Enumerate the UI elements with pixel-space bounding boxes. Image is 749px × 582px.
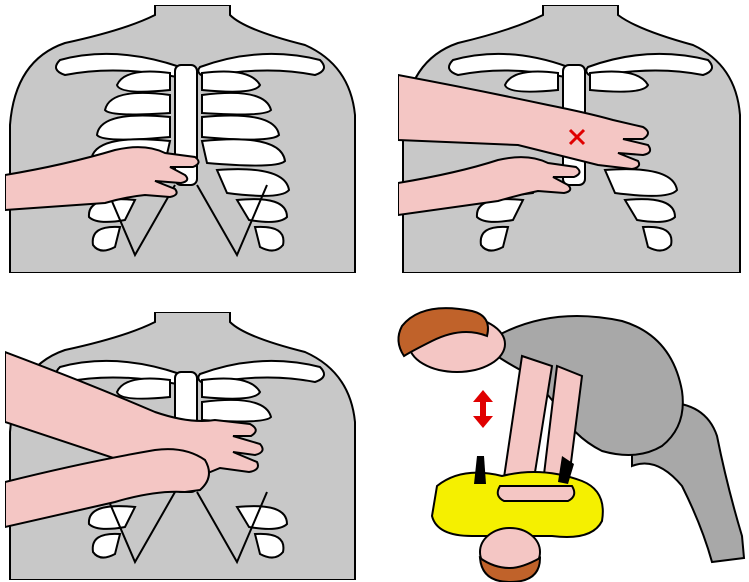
- panel-interlocked-hands: [5, 312, 360, 580]
- rescuer-hands-on-chest: [498, 486, 575, 501]
- compression-scene-illustration: [382, 296, 749, 582]
- chest-skeleton-illustration-1: [5, 5, 360, 273]
- patient-shirt: [432, 472, 603, 537]
- chest-skeleton-illustration-2: [398, 5, 745, 273]
- patient-shoulder-left: [474, 456, 486, 484]
- panel-locate-sternum: [5, 5, 360, 273]
- panel-hand-placement: [398, 5, 745, 273]
- compression-arrow: [473, 390, 493, 428]
- panel-chest-compression: [382, 296, 749, 582]
- chest-skeleton-illustration-3: [5, 312, 360, 580]
